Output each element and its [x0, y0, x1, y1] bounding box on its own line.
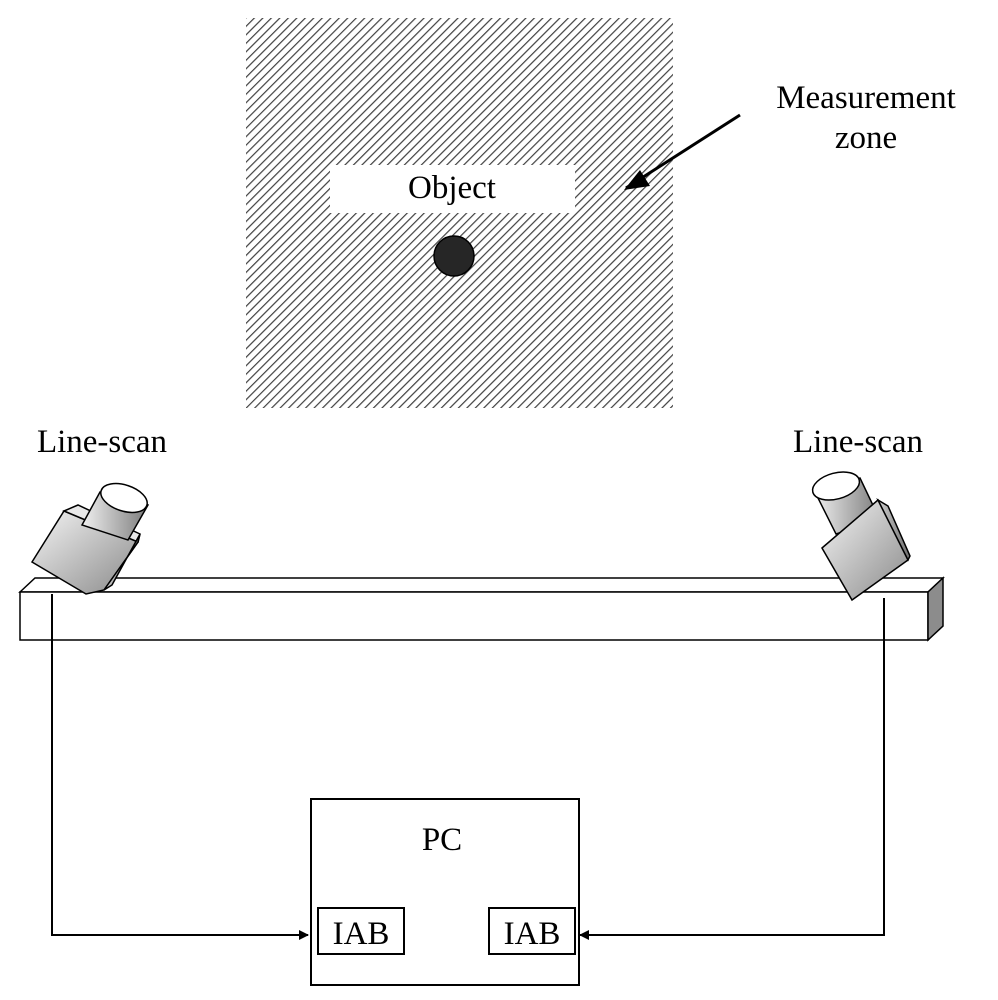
object-label: Object [408, 170, 496, 206]
iab-left-box [317, 907, 405, 955]
camera-right-label: Line-scan [793, 424, 923, 460]
camera-right-icon [811, 471, 911, 602]
measurement-zone-arrowhead [624, 170, 650, 190]
iab-left-label: IAB [333, 916, 390, 952]
camera-rail [18, 576, 945, 642]
camera-left-icon [30, 482, 150, 595]
pc-label: PC [422, 822, 462, 858]
measurement-zone-arrow [625, 113, 741, 190]
camera-left-label: Line-scan [37, 424, 167, 460]
right-cable [579, 598, 885, 940]
object-label-box [330, 165, 575, 213]
measurement-zone-label-line1: Measurement [776, 80, 956, 116]
iab-right-label: IAB [504, 916, 561, 952]
object-dot [433, 235, 475, 277]
left-cable [51, 594, 309, 940]
iab-right-box [488, 907, 576, 955]
measurement-zone-label-line2: zone [835, 120, 897, 156]
